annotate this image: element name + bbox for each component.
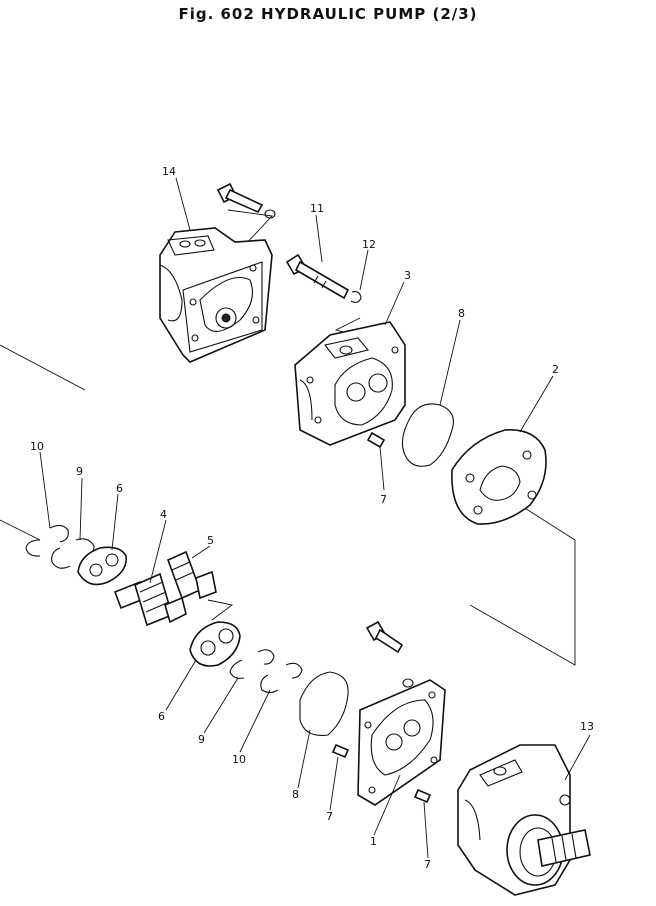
part-10-snap-rings-right xyxy=(260,662,303,694)
callout-1: 1 xyxy=(370,835,377,848)
assembly-reference-lines xyxy=(0,209,576,666)
part-5-driven-gear xyxy=(166,550,217,600)
callout-2: 2 xyxy=(552,363,559,376)
part-6-bushing-right xyxy=(189,621,241,667)
callout-11: 11 xyxy=(310,202,324,215)
callout-labels: 14 11 12 3 8 2 7 10 9 6 4 5 6 9 10 8 7 1… xyxy=(30,165,594,871)
figure-title: Fig. 602 HYDRAULIC PUMP (2/3) xyxy=(178,5,478,23)
callout-12: 12 xyxy=(362,238,376,251)
part-12-washer xyxy=(350,291,362,304)
bolt-lower xyxy=(365,620,414,688)
part-9-rings-right xyxy=(229,649,275,679)
leader-lines xyxy=(39,177,591,859)
callout-13: 13 xyxy=(580,720,594,733)
part-2-gear-plate xyxy=(451,429,547,525)
callout-14: 14 xyxy=(162,165,176,178)
part-3-gear-body xyxy=(294,321,406,446)
part-6-bushing-left xyxy=(77,546,127,586)
callout-4: 4 xyxy=(160,508,167,521)
callout-7-lower-right: 7 xyxy=(424,858,431,871)
callout-7-lower-left: 7 xyxy=(326,810,333,823)
callout-6-left: 6 xyxy=(116,482,123,495)
part-10-snap-rings-left xyxy=(25,524,69,557)
part-7-pin-upper xyxy=(366,431,386,449)
callout-6-right: 6 xyxy=(158,710,165,723)
callout-9-left: 9 xyxy=(76,465,83,478)
part-13-pump-housing xyxy=(457,744,591,896)
callout-8-lower: 8 xyxy=(292,788,299,801)
part-8-seal-lower xyxy=(299,671,349,736)
part-14-pump-housing xyxy=(159,227,273,363)
callout-10-right: 10 xyxy=(232,753,246,766)
callout-3: 3 xyxy=(404,269,411,282)
part-1-cover-plate xyxy=(357,679,446,806)
callout-8-upper: 8 xyxy=(458,307,465,320)
part-7-pin-lower-right xyxy=(413,788,432,804)
part-8-seal-upper xyxy=(401,403,455,467)
bolt-upper xyxy=(216,182,276,219)
callout-9-right: 9 xyxy=(198,733,205,746)
callout-7-upper: 7 xyxy=(380,493,387,506)
part-11-bolt xyxy=(285,253,350,300)
callout-10-left: 10 xyxy=(30,440,44,453)
callout-5: 5 xyxy=(207,534,214,547)
part-7-pin-lower-left xyxy=(331,743,350,759)
